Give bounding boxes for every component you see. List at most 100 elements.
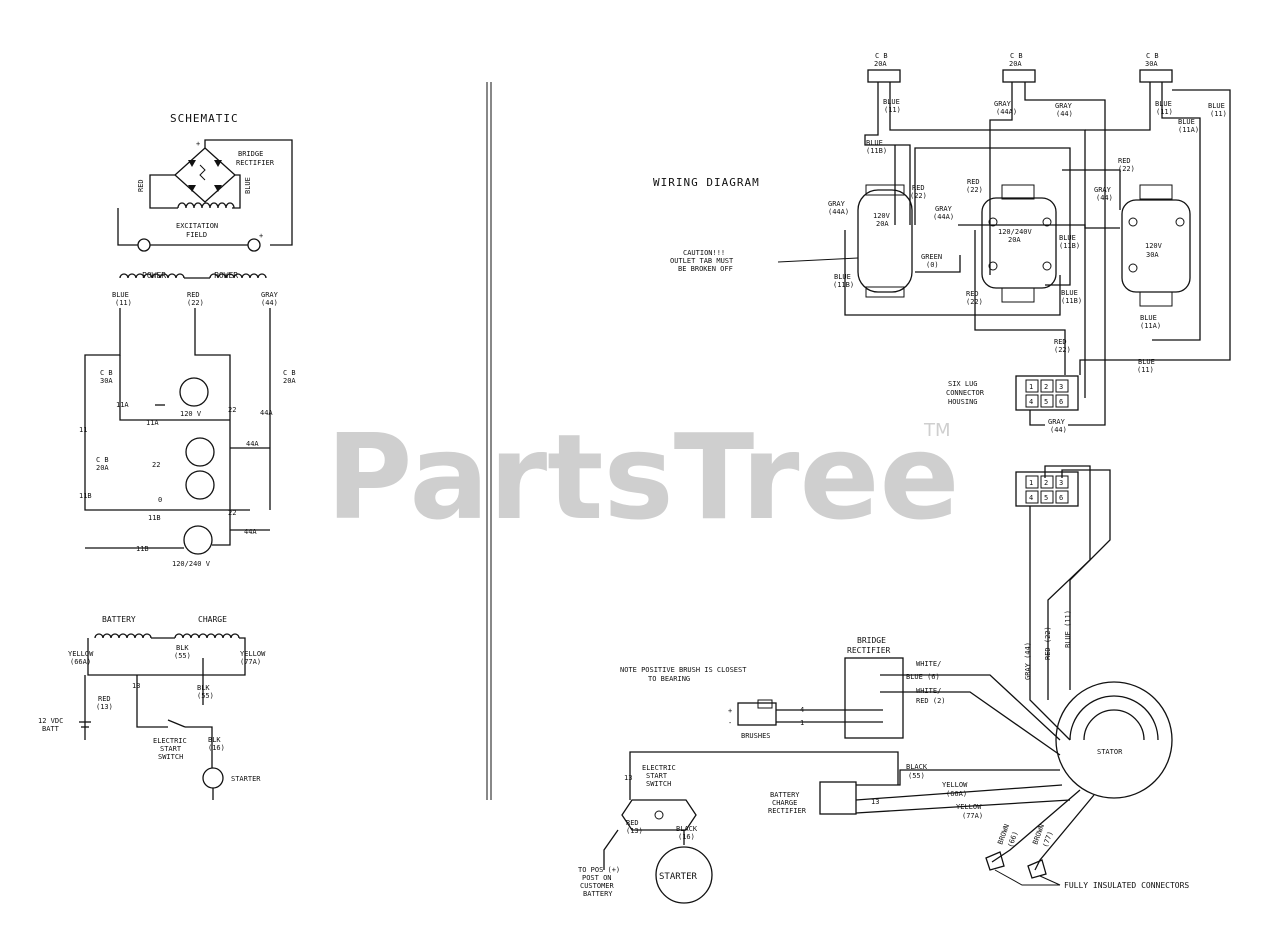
svg-text:30A: 30A (1145, 60, 1158, 68)
svg-text:20A: 20A (96, 464, 109, 472)
schematic-excitation-label: EXCITATION (176, 222, 218, 230)
svg-text:(55): (55) (197, 692, 214, 700)
svg-text:BLK: BLK (176, 644, 189, 652)
svg-text:TO POS (+): TO POS (+) (578, 866, 620, 874)
svg-text:HOUSING: HOUSING (948, 398, 978, 406)
schematic-power-1: POWER (142, 271, 166, 280)
svg-text:CONNECTOR: CONNECTOR (946, 389, 985, 397)
svg-text:(11B): (11B) (833, 281, 854, 289)
svg-text:BLUE: BLUE (1155, 100, 1172, 108)
svg-text:BLUE (11): BLUE (11) (1064, 610, 1072, 648)
svg-text:C B: C B (1146, 52, 1159, 60)
svg-text:ELECTRIC: ELECTRIC (153, 737, 187, 745)
watermark-tm: TM (923, 420, 951, 441)
svg-text:-: - (728, 719, 732, 727)
svg-text:GRAY: GRAY (935, 205, 953, 213)
svg-text:SWITCH: SWITCH (646, 780, 671, 788)
insulated-connector-66 (985, 851, 1005, 871)
svg-text:20A: 20A (876, 220, 889, 228)
svg-text:20A: 20A (874, 60, 887, 68)
six-lug-connector-housing-2: 1 2 3 4 5 6 (1015, 471, 1079, 507)
svg-text:RED: RED (1054, 338, 1067, 346)
brushes (737, 702, 777, 726)
svg-text:13: 13 (871, 798, 879, 806)
svg-text:30A: 30A (1146, 251, 1159, 259)
svg-text:22: 22 (152, 461, 160, 469)
svg-text:(44): (44) (1096, 194, 1113, 202)
schematic-panel: SCHEMATIC + BRIDGE RECTIFIER RED BLUE EX… (38, 112, 296, 800)
svg-text:(11A): (11A) (1178, 126, 1199, 134)
svg-text:(11): (11) (1137, 366, 1154, 374)
svg-text:BLUE: BLUE (1140, 314, 1157, 322)
svg-text:STATOR: STATOR (1097, 748, 1123, 756)
svg-text:GRAY: GRAY (1055, 102, 1073, 110)
svg-text:RECTIFIER: RECTIFIER (236, 159, 275, 167)
svg-text:BLUE (6): BLUE (6) (906, 673, 940, 681)
svg-text:(55): (55) (174, 652, 191, 660)
svg-text:GRAY: GRAY (828, 200, 846, 208)
svg-text:(77A): (77A) (962, 812, 983, 820)
svg-text:(16): (16) (208, 744, 225, 752)
schematic-duplex-outlet-top (185, 437, 215, 467)
schematic-starter-symbol (202, 767, 224, 789)
circuit-breaker-20a-1 (867, 69, 901, 83)
svg-text:22: 22 (228, 406, 236, 414)
svg-text:BLUE: BLUE (1178, 118, 1195, 126)
svg-text:20A: 20A (1008, 236, 1021, 244)
svg-text:POST ON: POST ON (582, 874, 612, 882)
svg-text:11A: 11A (116, 401, 129, 409)
svg-text:4: 4 (800, 706, 804, 714)
insulated-connector-77 (1027, 859, 1047, 879)
svg-text:(11): (11) (884, 106, 901, 114)
schematic-outlet-240v (183, 525, 213, 555)
svg-text:4: 4 (1029, 494, 1033, 502)
svg-text:120/240V: 120/240V (998, 228, 1033, 236)
schematic-outlet-120v (179, 377, 209, 407)
svg-text:120V: 120V (873, 212, 891, 220)
svg-text:20A: 20A (1009, 60, 1022, 68)
svg-text:(11B): (11B) (1059, 242, 1080, 250)
svg-text:GRAY: GRAY (1094, 186, 1112, 194)
svg-text:(0): (0) (926, 261, 939, 269)
svg-text:RECTIFIER: RECTIFIER (847, 646, 891, 655)
svg-text:RED: RED (912, 184, 925, 192)
svg-text:5: 5 (1044, 494, 1048, 502)
svg-text:(13): (13) (626, 827, 643, 835)
svg-text:3: 3 (1059, 383, 1063, 391)
svg-text:BLUE: BLUE (883, 98, 900, 106)
svg-text:6: 6 (1059, 398, 1063, 406)
circuit-breaker-30a (1139, 69, 1173, 83)
svg-text:FIELD: FIELD (186, 231, 207, 239)
svg-text:RED: RED (98, 695, 111, 703)
svg-text:5: 5 (1044, 398, 1048, 406)
starter-motor (655, 846, 713, 904)
battery-charge-rectifier (819, 781, 857, 815)
svg-text:3: 3 (1059, 479, 1063, 487)
svg-text:YELLOW: YELLOW (956, 803, 982, 811)
svg-text:(44A): (44A) (933, 213, 954, 221)
svg-text:(66A): (66A) (946, 790, 967, 798)
svg-text:CHARGE: CHARGE (772, 799, 797, 807)
svg-text:BLUE: BLUE (1059, 234, 1076, 242)
svg-text:BLUE: BLUE (1061, 289, 1078, 297)
svg-text:C B: C B (96, 456, 109, 464)
svg-text:(16): (16) (678, 833, 695, 841)
brush-note: NOTE POSITIVE BRUSH IS CLOSEST (620, 666, 747, 674)
fully-insulated-connectors-label: FULLY INSULATED CONNECTORS (1064, 881, 1189, 890)
svg-text:BLUE: BLUE (1138, 358, 1155, 366)
svg-text:C B: C B (875, 52, 888, 60)
svg-text:RED: RED (966, 290, 979, 298)
svg-text:START: START (646, 772, 668, 780)
svg-text:6: 6 (1059, 494, 1063, 502)
svg-text:(22): (22) (1118, 165, 1135, 173)
svg-text:GRAY (44): GRAY (44) (1024, 642, 1032, 680)
svg-text:22: 22 (228, 509, 236, 517)
svg-text:BLUE: BLUE (866, 139, 883, 147)
svg-text:11B: 11B (136, 545, 149, 553)
schematic-power-2: POWER (214, 271, 238, 280)
svg-text:(55): (55) (908, 772, 925, 780)
svg-text:YELLOW: YELLOW (240, 650, 266, 658)
svg-text:(44): (44) (1050, 426, 1067, 434)
svg-text:GRAY: GRAY (1048, 418, 1066, 426)
svg-text:(11): (11) (1156, 108, 1173, 116)
